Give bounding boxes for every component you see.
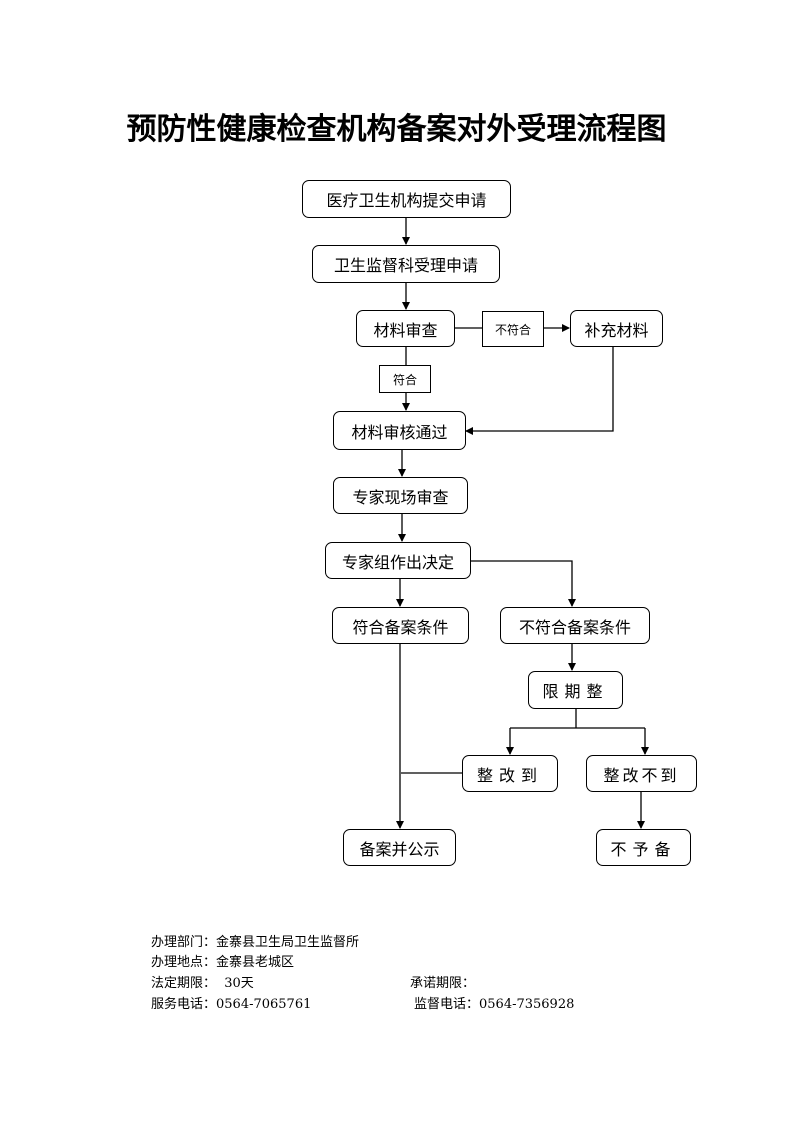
node-refuse: 不予备 <box>596 829 691 866</box>
info-legal-period: 法定期限： 30天 <box>151 976 254 991</box>
arrow-supplement-passed <box>465 347 614 435</box>
node-decision: 专家组作出决定 <box>325 542 471 579</box>
node-onsite: 专家现场审查 <box>333 477 468 514</box>
label-comply: 符合 <box>379 365 431 393</box>
info-place: 办理地点：金寨县老城区 <box>151 955 295 970</box>
page-title: 预防性健康检查机构备案对外受理流程图 <box>126 112 667 147</box>
node-rectify: 限期整 <box>528 671 623 709</box>
node-review: 材料审查 <box>356 310 455 347</box>
node-passed: 材料审核通过 <box>333 411 466 450</box>
node-unqualified: 不符合备案条件 <box>500 607 650 644</box>
label-not-comply: 不符合 <box>482 311 544 347</box>
node-qualified: 符合备案条件 <box>332 607 469 644</box>
node-rectified: 整改到 <box>462 755 558 792</box>
node-supplement: 补充材料 <box>570 310 663 347</box>
node-accept: 卫生监督科受理申请 <box>312 245 500 283</box>
node-publish: 备案并公示 <box>343 829 456 866</box>
node-submit: 医疗卫生机构提交申请 <box>302 180 511 218</box>
info-promised-period: 承诺期限： <box>410 976 476 991</box>
info-dept: 办理部门：金寨县卫生局卫生监督所 <box>151 935 360 950</box>
info-supervise-phone: 监督电话：0564-7356928 <box>414 997 575 1012</box>
info-service-phone: 服务电话：0564-7065761 <box>151 997 312 1012</box>
arrow-decision-unqualified <box>471 560 576 607</box>
node-not-rectified: 整改不到 <box>586 755 697 792</box>
